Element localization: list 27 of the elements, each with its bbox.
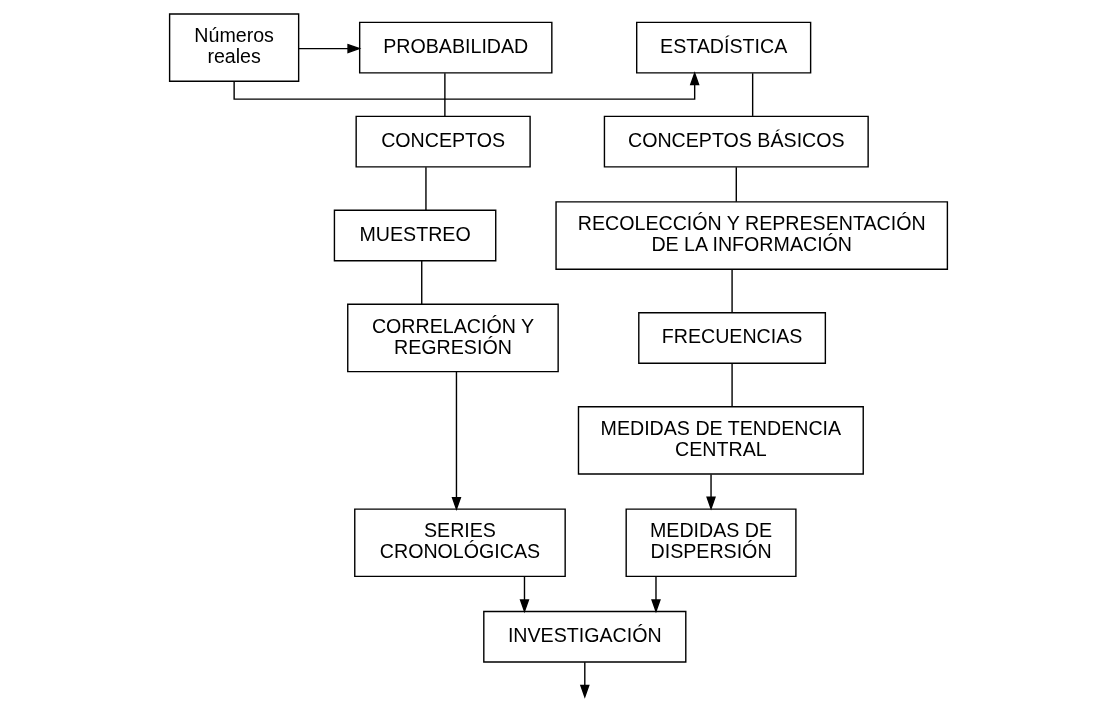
node-box: INVESTIGACIÓN <box>482 610 686 663</box>
connector <box>443 72 446 117</box>
node-box: MEDIDAS DE TENDENCIA CENTRAL <box>577 406 864 475</box>
node-box: PROBABILIDAD <box>358 21 553 74</box>
connector <box>730 268 733 314</box>
node-box: MEDIDAS DE DISPERSIÓN <box>624 508 797 578</box>
node-box: MUESTREO <box>333 209 496 262</box>
arrow <box>451 371 461 511</box>
arrow <box>705 473 716 511</box>
node-box: CONCEPTOS BÁSICOS <box>603 115 869 168</box>
node-box: CONCEPTOS <box>354 115 531 168</box>
connector <box>420 260 422 305</box>
node-box: FRECUENCIAS <box>637 312 826 364</box>
arrow <box>232 71 700 100</box>
connector <box>424 166 427 211</box>
node-box: SERIES CRONOLÓGICAS <box>353 508 566 578</box>
arrow <box>650 575 661 614</box>
node-box: CORRELACIÓN Y REGRESIÓN <box>346 303 559 373</box>
node-box: Números reales <box>168 13 299 82</box>
arrow <box>297 43 361 54</box>
connector <box>730 362 733 408</box>
arrow <box>519 575 529 614</box>
arrow <box>579 661 590 699</box>
node-box: RECOLECCIÓN Y REPRESENTACIÓN DE LA INFORMACIÓN <box>554 201 948 270</box>
connector <box>751 72 753 117</box>
connector <box>735 166 737 203</box>
node-box: ESTADÍSTICA <box>635 21 811 74</box>
